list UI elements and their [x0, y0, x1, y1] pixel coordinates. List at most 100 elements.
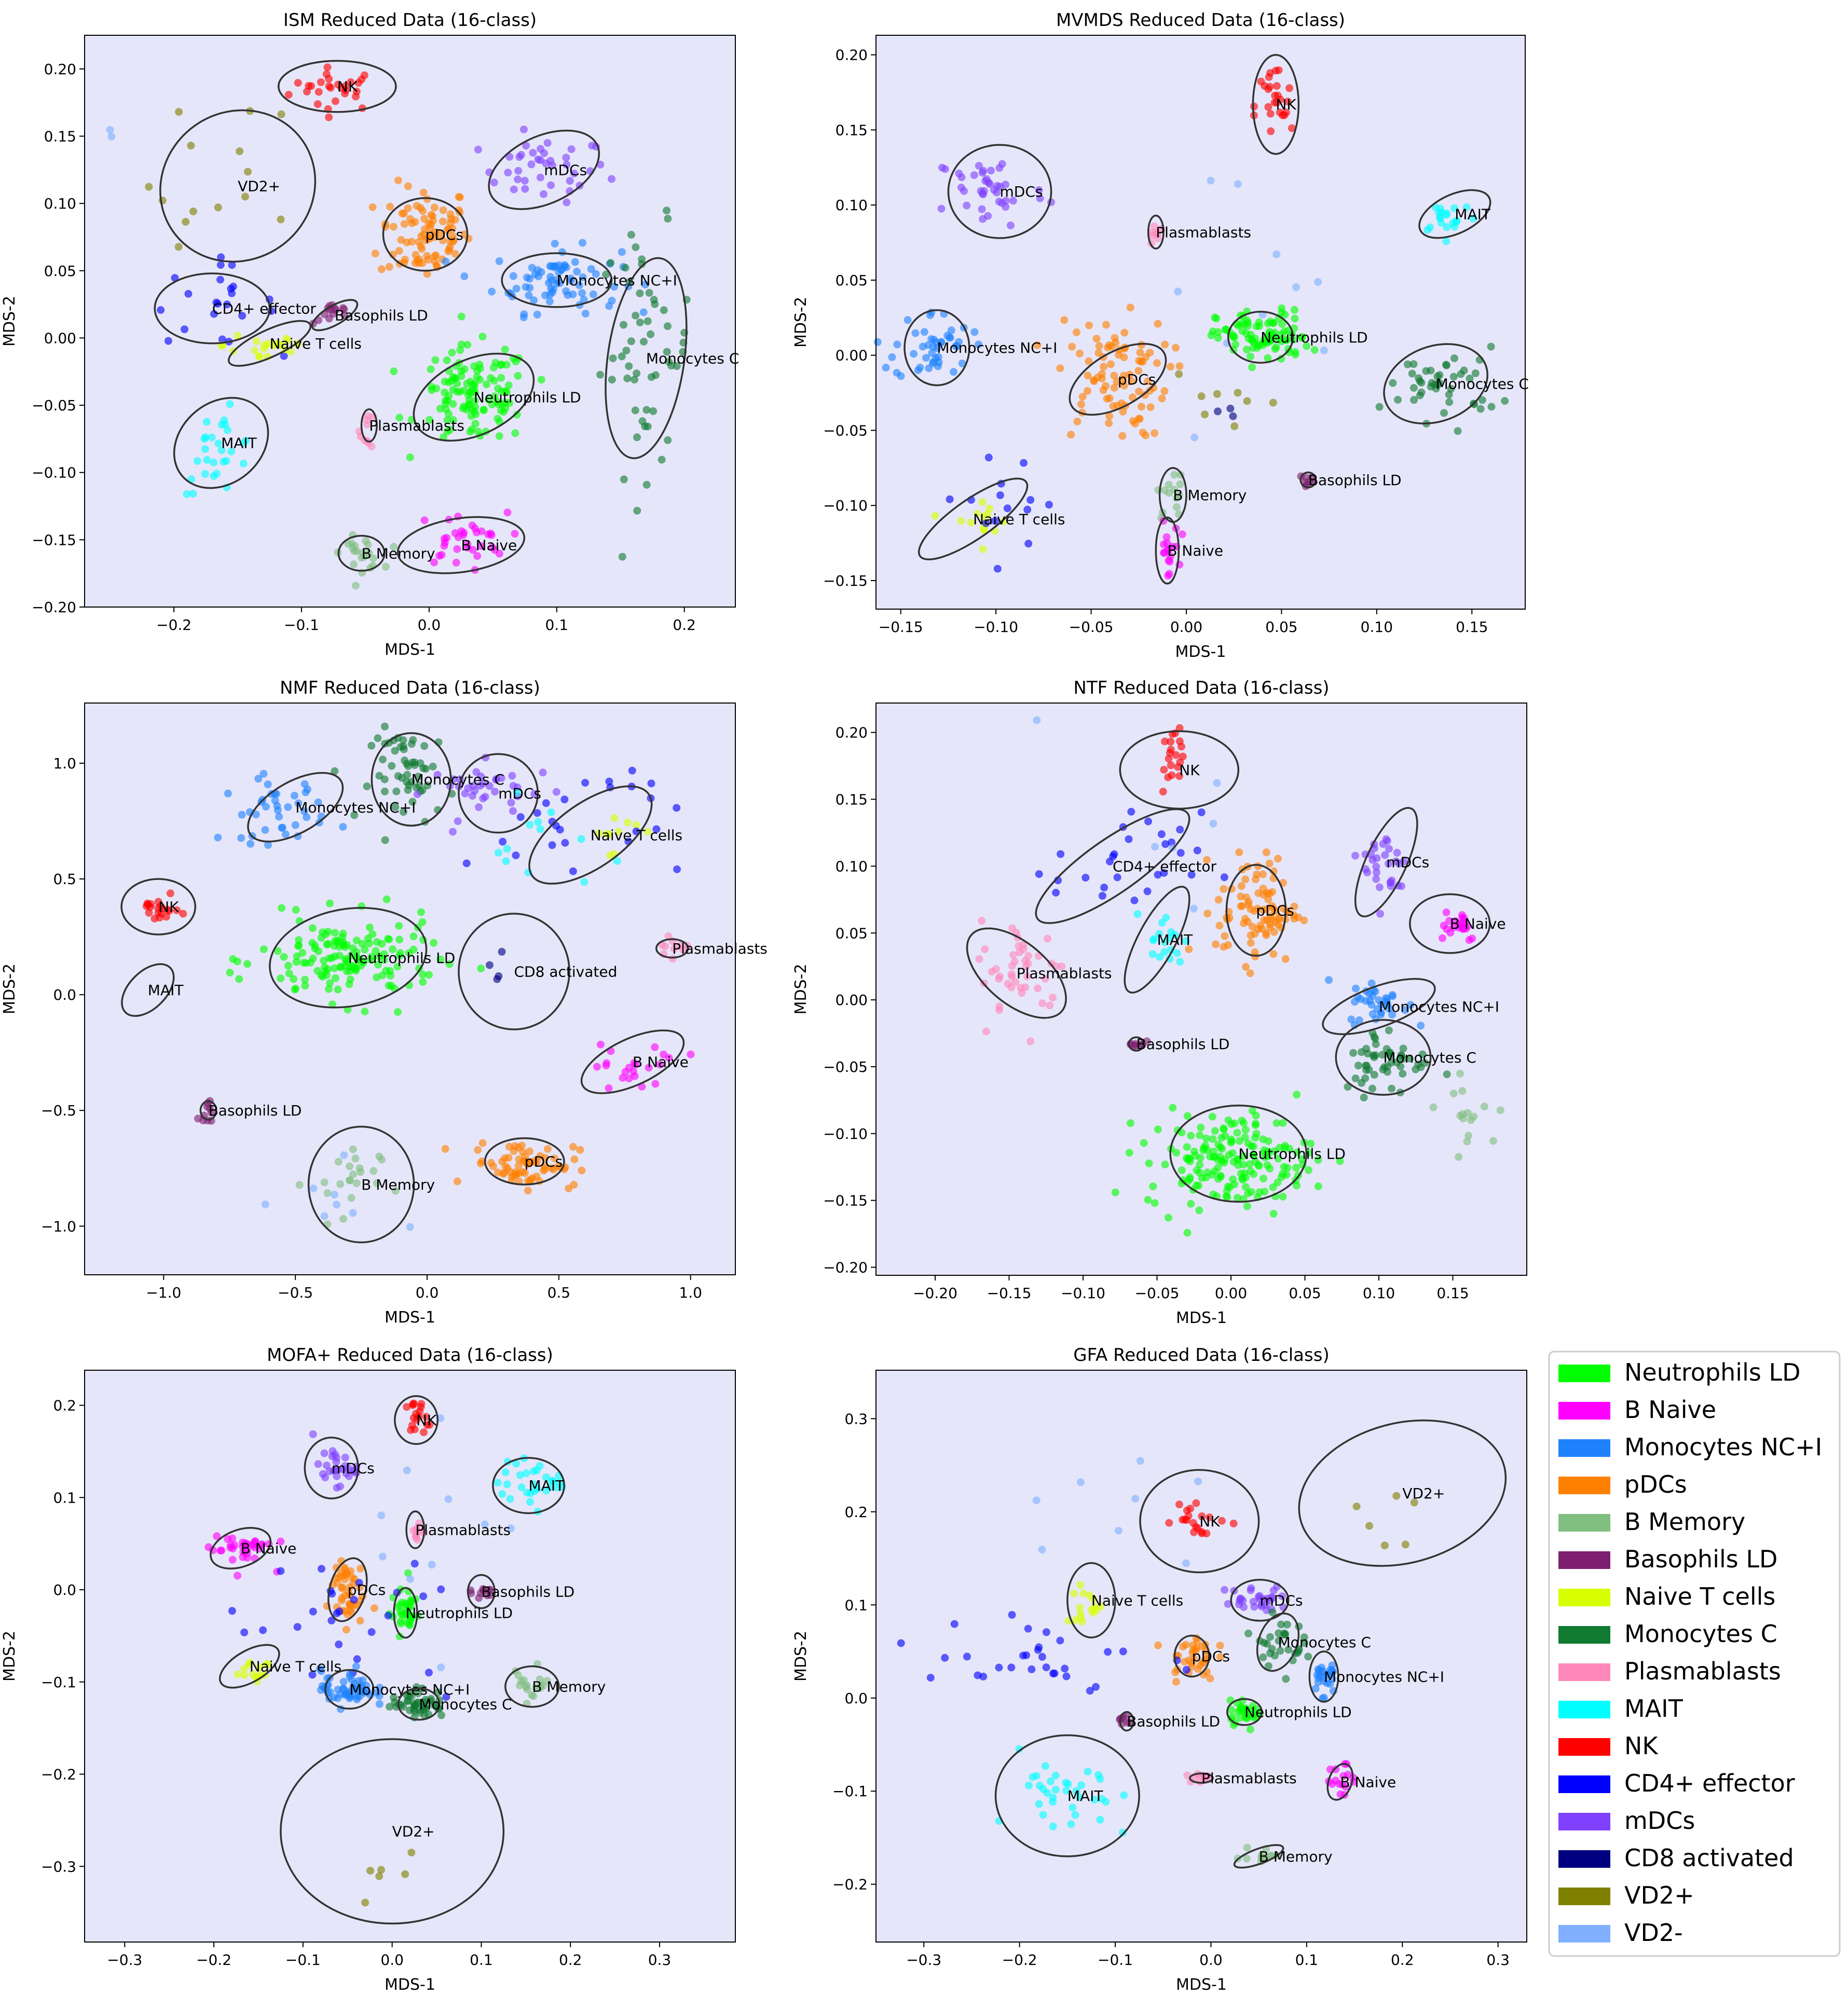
point-cd4plus-effector	[561, 839, 569, 847]
point-plasmablasts	[1046, 1001, 1054, 1010]
point-neutrophils-ld	[1183, 1112, 1192, 1120]
point-pdcs	[429, 212, 437, 220]
point-monocytes-ncplusi	[929, 343, 937, 351]
point-nk	[1175, 772, 1183, 780]
point-monocytes-c	[1406, 1054, 1414, 1063]
point-neutrophils-ld	[1249, 344, 1257, 352]
ellipse-naive-t-cells	[227, 320, 312, 367]
point-neutrophils-ld	[1187, 1200, 1195, 1208]
point-vd2plus	[174, 243, 183, 251]
ellipse-basophils-ld	[467, 1574, 496, 1609]
point-nk	[1217, 1517, 1226, 1525]
x-tick-label: 0.0	[1199, 1951, 1223, 1968]
point-nk	[1264, 103, 1272, 111]
point-pdcs	[1269, 950, 1278, 958]
point-mdcs	[1235, 1601, 1243, 1608]
point-neutrophils-ld	[1208, 1170, 1216, 1179]
point-pdcs	[1118, 432, 1127, 440]
cluster-label-mait: MAIT	[529, 1477, 565, 1494]
x-tick-label: 0.2	[559, 1951, 582, 1968]
ellipse-plasmablasts	[966, 927, 1067, 1019]
point-neutrophils-ld	[486, 374, 495, 382]
point-neutrophils-ld	[1230, 1119, 1239, 1127]
point-monocytes-c	[1408, 369, 1416, 378]
point-mait	[577, 835, 585, 843]
point-neutrophils-ld	[1196, 1161, 1204, 1169]
point-nk	[156, 914, 164, 922]
point-monocytes-ncplusi	[495, 257, 503, 265]
point-monocytes-c	[1389, 379, 1397, 387]
point-mdcs	[474, 145, 482, 154]
point-b-memory	[1160, 486, 1169, 494]
ellipse-mdcs	[488, 129, 600, 210]
point-pdcs	[578, 1166, 586, 1175]
point-neutrophils-ld	[505, 399, 514, 407]
point-monocytes-c	[609, 354, 617, 363]
point-neutrophils-ld	[1145, 1159, 1153, 1167]
point-mait	[1437, 219, 1445, 227]
point-vd2	[1272, 250, 1281, 258]
point-mdcs	[479, 794, 487, 803]
point-mait	[530, 1487, 539, 1495]
point-mait	[501, 1468, 510, 1477]
y-axis-label: MDS-2	[1, 963, 19, 1014]
point-monocytes-ncplusi	[567, 274, 575, 283]
point-neutrophils-ld	[1208, 1112, 1216, 1121]
point-pdcs	[474, 1146, 482, 1154]
point-pdcs	[418, 245, 426, 253]
ellipse-b-naive	[580, 1029, 685, 1094]
point-neutrophils-ld	[1149, 1182, 1157, 1191]
point-nk	[303, 88, 311, 96]
point-neutrophils-ld	[1111, 1188, 1119, 1196]
point-pdcs	[1290, 902, 1298, 911]
point-b-naive	[257, 1540, 265, 1549]
point-vd2plus	[401, 1870, 409, 1878]
point-naive-t-cells	[251, 347, 259, 354]
point-neutrophils-ld	[436, 955, 445, 963]
y-axis-label: MDS-2	[792, 1631, 810, 1682]
point-mdcs	[563, 198, 571, 206]
ellipse-b-naive	[1409, 893, 1491, 954]
point-b-memory	[339, 1215, 347, 1223]
point-monocytes-c	[410, 1700, 418, 1708]
point-b-memory	[346, 1176, 353, 1185]
point-pdcs	[455, 192, 463, 201]
point-cd4plus-effector	[1220, 873, 1228, 882]
point-b-naive	[228, 1534, 237, 1542]
point-monocytes-c	[394, 772, 402, 780]
point-cd4plus-effector	[181, 325, 188, 334]
point-monocytes-ncplusi	[937, 338, 946, 346]
cluster-label-nk: NK	[1179, 762, 1200, 779]
point-neutrophils-ld	[463, 406, 471, 414]
point-cd4plus-effector	[581, 779, 590, 787]
point-cd8-activated	[498, 947, 506, 956]
point-neutrophils-ld	[390, 367, 398, 376]
point-monocytes-c	[423, 781, 431, 790]
point-pdcs	[1085, 321, 1093, 329]
point-vd2	[1190, 433, 1199, 442]
point-plasmablasts	[413, 1524, 421, 1533]
point-mdcs	[997, 199, 1006, 207]
point-neutrophils-ld	[497, 374, 505, 382]
point-naive-t-cells	[983, 510, 992, 518]
point-neutrophils-ld	[1271, 328, 1279, 337]
point-neutrophils-ld	[457, 340, 466, 349]
point-neutrophils-ld	[1293, 1181, 1301, 1190]
point-pdcs	[1107, 360, 1115, 368]
point-nk	[325, 82, 333, 90]
point-b-naive	[1459, 925, 1467, 933]
point-monocytes-ncplusi	[1388, 1011, 1396, 1019]
point-monocytes-c	[408, 797, 417, 806]
point-monocytes-ncplusi	[975, 340, 983, 349]
point-b-naive	[1449, 924, 1457, 932]
point-mait	[1165, 934, 1173, 942]
point-monocytes-ncplusi	[1401, 1006, 1409, 1014]
point-mdcs	[509, 807, 517, 815]
y-tick-label: −0.05	[823, 1058, 868, 1076]
ellipse-nk	[120, 878, 197, 935]
point-vd2plus	[407, 1849, 416, 1857]
point-plasmablasts	[1026, 1037, 1035, 1045]
point-cd4plus-effector	[1157, 830, 1166, 838]
x-axis-label: MDS-1	[1176, 1976, 1227, 1994]
